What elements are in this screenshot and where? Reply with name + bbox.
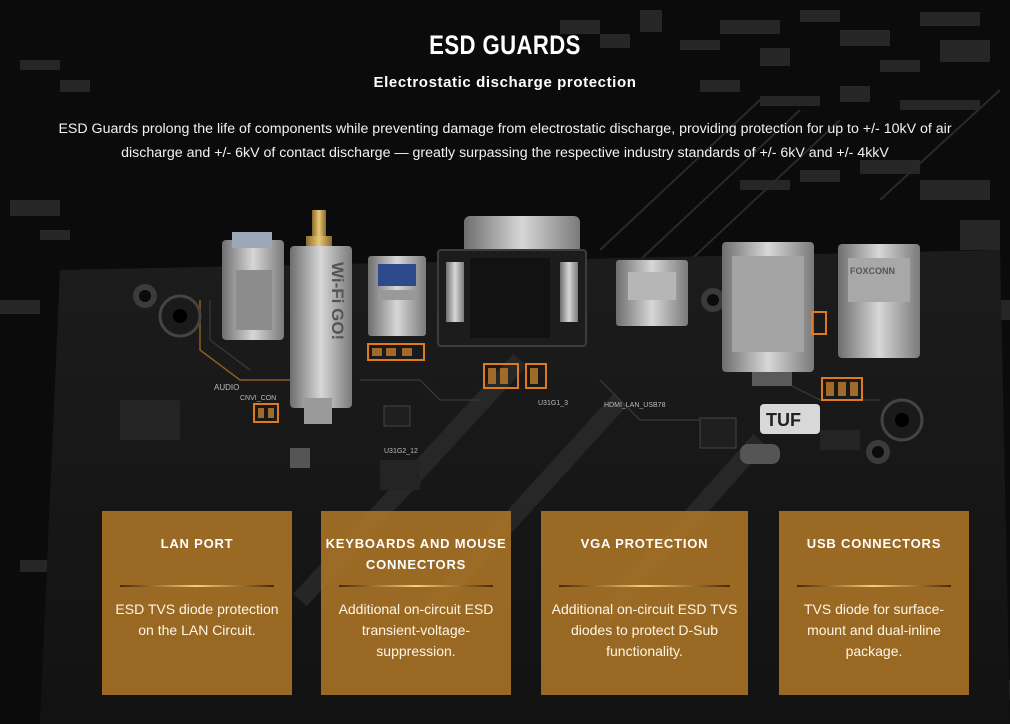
audio-label: AUDIO xyxy=(214,383,239,392)
card-title: USB CONNECTORS xyxy=(806,536,942,551)
section-description: ESD Guards prolong the life of component… xyxy=(58,121,952,161)
hdmi-label: HDMI_LAN_USB78 xyxy=(604,402,666,409)
foxconn-label: FOXCONN xyxy=(850,266,895,276)
section-title: ESD GUARDS xyxy=(429,30,581,60)
u31g2-label: U31G2_12 xyxy=(384,448,418,455)
card-title: KEYBOARDS AND MOUSE CONNECTORS xyxy=(325,536,507,572)
card-description: TVS diode for surface-mount and dual-inl… xyxy=(803,601,945,659)
card-divider xyxy=(797,585,951,587)
card-description: Additional on-circuit ESD transient-volt… xyxy=(338,601,494,659)
cnvi-label: CNVI_CON xyxy=(240,395,276,402)
card-title: LAN PORT xyxy=(160,536,234,551)
feature-card-lan-port: LAN PORT ESD TVS diode protection on the… xyxy=(102,511,292,695)
card-divider xyxy=(559,585,730,587)
card-title: VGA PROTECTION xyxy=(580,536,709,551)
card-divider xyxy=(120,585,274,587)
card-divider xyxy=(339,585,493,587)
feature-card-keyboard-mouse: KEYBOARDS AND MOUSE CONNECTORS Additiona… xyxy=(321,511,511,695)
feature-card-vga-protection: VGA PROTECTION Additional on-circuit ESD… xyxy=(541,511,748,695)
feature-card-usb-connectors: USB CONNECTORS TVS diode for surface-mou… xyxy=(779,511,969,695)
card-description: Additional on-circuit ESD TVS diodes to … xyxy=(551,601,738,659)
tuf-logo: TUF xyxy=(766,410,801,430)
u31g1-label: U31G1_3 xyxy=(538,400,568,407)
card-description: ESD TVS diode protection on the LAN Circ… xyxy=(115,601,279,638)
wifi-module-label: Wi-Fi GO! xyxy=(328,262,347,340)
section-subtitle: Electrostatic discharge protection xyxy=(373,74,637,91)
